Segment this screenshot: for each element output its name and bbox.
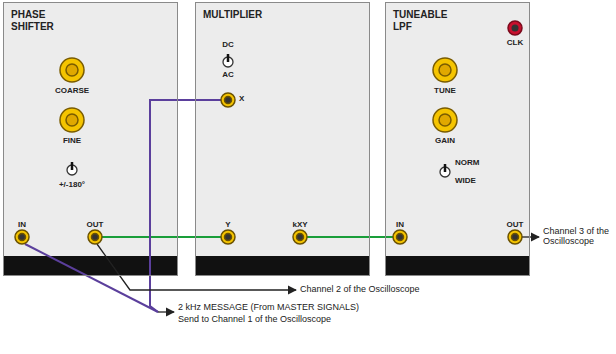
panel-ground [195, 2, 370, 276]
socket-label: Y [225, 220, 230, 229]
clock-socket [508, 21, 522, 35]
leader-line [97, 237, 539, 312]
control-label: COARSE [55, 86, 89, 95]
panel-bar [3, 256, 178, 276]
switch-label: +/-180° [59, 180, 85, 189]
signal-note: Send to Channel 1 of the Oscilloscope [178, 314, 331, 324]
module-title: MULTIPLIER [203, 9, 323, 21]
panel-bar [385, 256, 530, 276]
socket-label: CLK [507, 38, 523, 47]
socket-label: OUT [507, 220, 524, 229]
control-label: TUNE [434, 86, 456, 95]
module-panel: MULTIPLIER [195, 2, 370, 276]
control-label: GAIN [435, 136, 455, 145]
socket-label: X [239, 94, 244, 103]
switch-label: WIDE [455, 176, 476, 185]
patch-lead [178, 236, 195, 238]
patch-lead [370, 236, 385, 238]
socket-label: IN [18, 220, 26, 229]
knob [60, 58, 457, 132]
module-title: TUNEABLE LPF [393, 9, 463, 32]
socket-label: IN [396, 220, 404, 229]
module-title: PHASE SHIFTER [11, 9, 75, 32]
socket-label: kXY [292, 220, 307, 229]
scope-note: Channel 3 of the Oscilloscope [543, 226, 613, 247]
switch-label: AC [222, 70, 234, 79]
socket-label: OUT [87, 220, 104, 229]
switch-label: DC [222, 40, 234, 49]
signal-note: 2 kHz MESSAGE (From MASTER SIGNALS) [178, 302, 359, 312]
scope-note: Channel 2 of the Oscilloscope [300, 284, 420, 294]
patch-lead [95, 236, 400, 238]
control-label: FINE [63, 136, 81, 145]
toggle-switch [67, 54, 450, 177]
switch-label: NORM [455, 158, 479, 167]
panel-bar [195, 256, 370, 276]
panel-ground [385, 2, 530, 276]
panel-ground [3, 2, 178, 276]
socket [15, 93, 522, 244]
module-panel: PHASE SHIFTER [3, 2, 178, 276]
